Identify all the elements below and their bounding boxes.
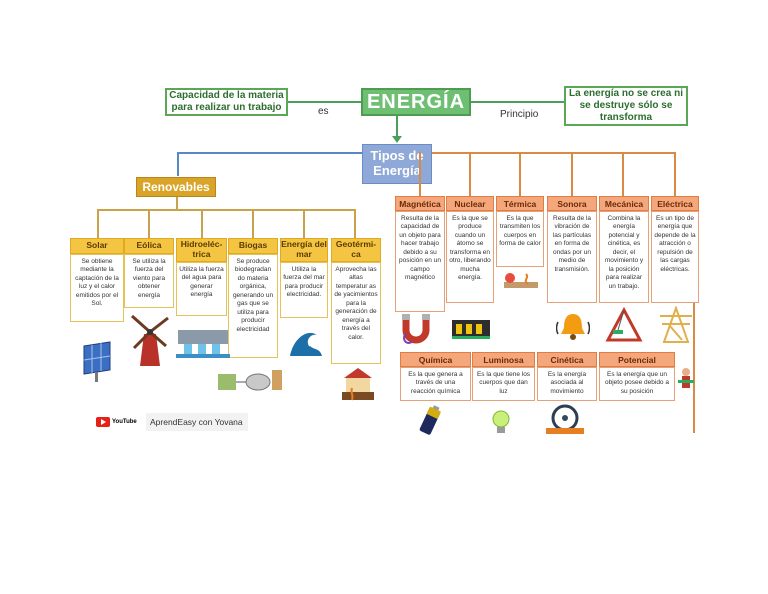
biogas-plant-icon bbox=[218, 370, 282, 391]
card-title: Geotérmi-ca bbox=[331, 238, 381, 262]
card-text: Utiliza la fuerza del mar para producir … bbox=[280, 262, 328, 318]
card-text: Es la que genera a través de una reacció… bbox=[400, 367, 471, 401]
card-text: Es la que se produce cuando un átomo se … bbox=[446, 211, 494, 303]
card-title: Química bbox=[400, 352, 471, 367]
link-label-principio: Principio bbox=[500, 109, 539, 120]
card-title: Nuclear bbox=[446, 196, 494, 211]
card-title: Sonora bbox=[547, 196, 597, 211]
card-title: Eólica bbox=[124, 238, 174, 254]
swing-icon bbox=[605, 306, 643, 342]
principle-box: La energía no se crea ni se destruye sól… bbox=[564, 86, 688, 126]
connector bbox=[471, 101, 564, 103]
card-title: Mecánica bbox=[599, 196, 649, 211]
card-text: Se utiliza la fuerza del viento para obt… bbox=[124, 254, 174, 308]
card-text: Es la que tiene los cuerpos que dan luz bbox=[472, 367, 535, 401]
kinetic-machine-icon bbox=[546, 404, 584, 434]
card-text: Es la que transmiten los cuerpos en form… bbox=[496, 211, 544, 267]
card-title: Energía del mar bbox=[280, 238, 328, 262]
link-label-es: es bbox=[318, 106, 329, 117]
card-title: Luminosa bbox=[472, 352, 535, 367]
youtube-label: YouTube bbox=[112, 419, 137, 425]
definition-box: Capacidad de la materia para realizar un… bbox=[165, 88, 288, 116]
power-tower-icon bbox=[660, 306, 692, 343]
card-title: Potencial bbox=[599, 352, 675, 367]
card-text: Es la energía asociada al movimiento bbox=[537, 367, 597, 401]
card-text: Se produce biodegradan do materia orgáni… bbox=[228, 254, 278, 358]
card-text: Resulta de la vibración de las partícula… bbox=[547, 211, 597, 303]
card-text: Resulta de la capacidad de un objeto par… bbox=[395, 211, 445, 312]
connector bbox=[288, 101, 361, 103]
types-heading: Tipos de Energía bbox=[362, 144, 432, 184]
magnet-icon bbox=[402, 314, 430, 344]
card-title: Térmica bbox=[496, 196, 544, 211]
card-title: Magnética bbox=[395, 196, 445, 211]
light-bulb-icon bbox=[492, 410, 510, 433]
card-text: Es un tipo de energía que depende de la … bbox=[651, 211, 699, 303]
renewables-heading: Renovables bbox=[136, 177, 216, 197]
card-text: Aprovecha las altas temperatur as de yac… bbox=[331, 262, 381, 364]
arrow-head bbox=[392, 136, 402, 143]
youtube-logo[interactable]: YouTube bbox=[96, 416, 137, 428]
wave-icon bbox=[290, 332, 322, 356]
channel-credit: AprendEasy con Yovana bbox=[146, 413, 248, 431]
main-title: ENERGÍA bbox=[361, 88, 471, 116]
dam-icon bbox=[176, 330, 230, 358]
card-title: Eléctrica bbox=[651, 196, 699, 211]
card-title: Solar bbox=[70, 238, 124, 254]
card-title: Cinética bbox=[537, 352, 597, 367]
nuclear-plant-icon bbox=[452, 320, 490, 339]
connector bbox=[396, 116, 398, 138]
thermal-pipes-icon bbox=[504, 273, 538, 288]
battery-icon bbox=[419, 405, 441, 435]
geothermal-house-icon bbox=[342, 368, 374, 401]
youtube-play-icon bbox=[96, 417, 110, 427]
connector bbox=[432, 152, 675, 154]
solar-panel-icon bbox=[83, 341, 111, 382]
connector bbox=[177, 152, 362, 154]
connector bbox=[176, 197, 178, 209]
connector bbox=[97, 209, 355, 211]
card-title: Biogas bbox=[228, 238, 278, 254]
bell-icon bbox=[556, 314, 590, 340]
card-text: Es la energía que un objeto posee debido… bbox=[599, 367, 675, 401]
card-title: Hidroeléc-trica bbox=[176, 238, 227, 262]
card-text: Se obtiene mediante la captación de la l… bbox=[70, 254, 124, 322]
card-text: Utiliza la fuerza del agua para generar … bbox=[176, 262, 227, 316]
connector bbox=[693, 303, 695, 433]
card-text: Combina la energía potencial y cinética,… bbox=[599, 211, 649, 303]
windmill-icon bbox=[131, 314, 169, 366]
potential-figure-icon bbox=[678, 368, 694, 388]
connector bbox=[177, 152, 179, 176]
